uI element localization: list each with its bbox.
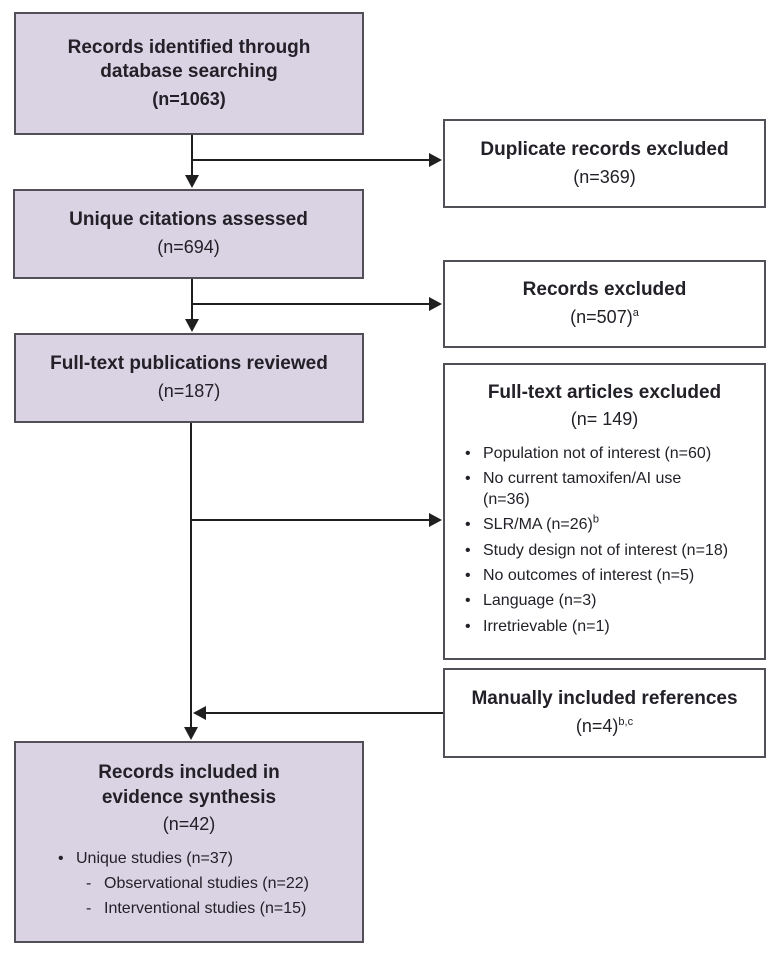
arrowhead-down [185, 175, 199, 188]
included-studies-list: •Unique studies (n=37) -Observational st… [24, 844, 354, 923]
footnote-marker: b,c [618, 716, 634, 729]
arrowhead-right [429, 153, 442, 167]
bullet-marker: • [465, 470, 471, 488]
box-title: Duplicate records excluded [480, 138, 729, 160]
bullet-marker: • [465, 567, 471, 584]
box-title: Full-text articles excluded [487, 381, 722, 403]
bullet-marker: • [465, 617, 471, 635]
dash-marker: - [86, 899, 92, 917]
footnote-marker: b [592, 513, 599, 526]
bullet-marker: • [465, 444, 471, 462]
list-item: •Unique studies (n=37) [58, 849, 350, 869]
box-count: (n=187) [157, 381, 221, 402]
arrowhead-left [193, 706, 206, 720]
bullet-marker: • [465, 516, 471, 534]
box-records-identified: Records identified through database sear… [14, 12, 364, 135]
list-subitem: -Interventional studies (n=15) [86, 899, 350, 919]
dash-marker: - [86, 875, 92, 893]
arrowhead-right [429, 513, 442, 527]
list-item: •SLR/MA (n=26)b [465, 513, 750, 535]
list-item: •Study design not of interest (n=18) [465, 541, 750, 561]
arrowhead-right [429, 297, 442, 311]
box-fulltext-excluded: Full-text articles excluded (n= 149) •Po… [443, 363, 766, 660]
bullet-marker: • [58, 849, 64, 867]
bullet-marker: • [465, 592, 471, 610]
list-item: •Language (n=3) [465, 591, 750, 611]
box-title: Records included in evidence synthesis [98, 761, 280, 808]
box-title: Unique citations assessed [69, 209, 308, 231]
box-title: Full-text publications reviewed [50, 353, 328, 375]
box-title: Records identified through database sear… [67, 36, 311, 83]
arrowhead-down [184, 727, 198, 740]
list-item: •Population not of interest (n=60) [465, 444, 750, 464]
exclusion-reasons-list: •Population not of interest (n=60) •No c… [453, 439, 756, 643]
box-title: Manually included references [471, 688, 738, 710]
box-count: (n=694) [157, 237, 220, 258]
box-duplicate-excluded: Duplicate records excluded (n=369) [443, 119, 766, 208]
box-count: (n= 149) [570, 409, 639, 430]
box-count: (n=369) [573, 166, 636, 187]
box-fulltext-reviewed: Full-text publications reviewed (n=187) [14, 333, 364, 423]
list-item: •Irretrievable (n=1) [465, 617, 750, 637]
box-count: (n=4)b,c [575, 716, 634, 737]
list-subitem: -Observational studies (n=22) [86, 874, 350, 894]
arrowhead-down [185, 319, 199, 332]
list-item: •No outcomes of interest (n=5) [465, 566, 750, 586]
footnote-marker: a [632, 307, 639, 320]
bullet-marker: • [465, 541, 471, 559]
list-item: •No current tamoxifen/AI use (n=36) [465, 470, 682, 508]
box-unique-citations: Unique citations assessed (n=694) [13, 189, 364, 279]
box-records-excluded: Records excluded (n=507)a [443, 260, 766, 348]
box-count: (n=1063) [152, 88, 226, 109]
box-count: (n=507)a [570, 307, 639, 328]
box-records-included: Records included in evidence synthesis (… [14, 741, 364, 943]
box-title: Records excluded [522, 279, 687, 301]
box-count: (n=42) [162, 814, 216, 835]
box-manually-included: Manually included references (n=4)b,c [443, 668, 766, 758]
